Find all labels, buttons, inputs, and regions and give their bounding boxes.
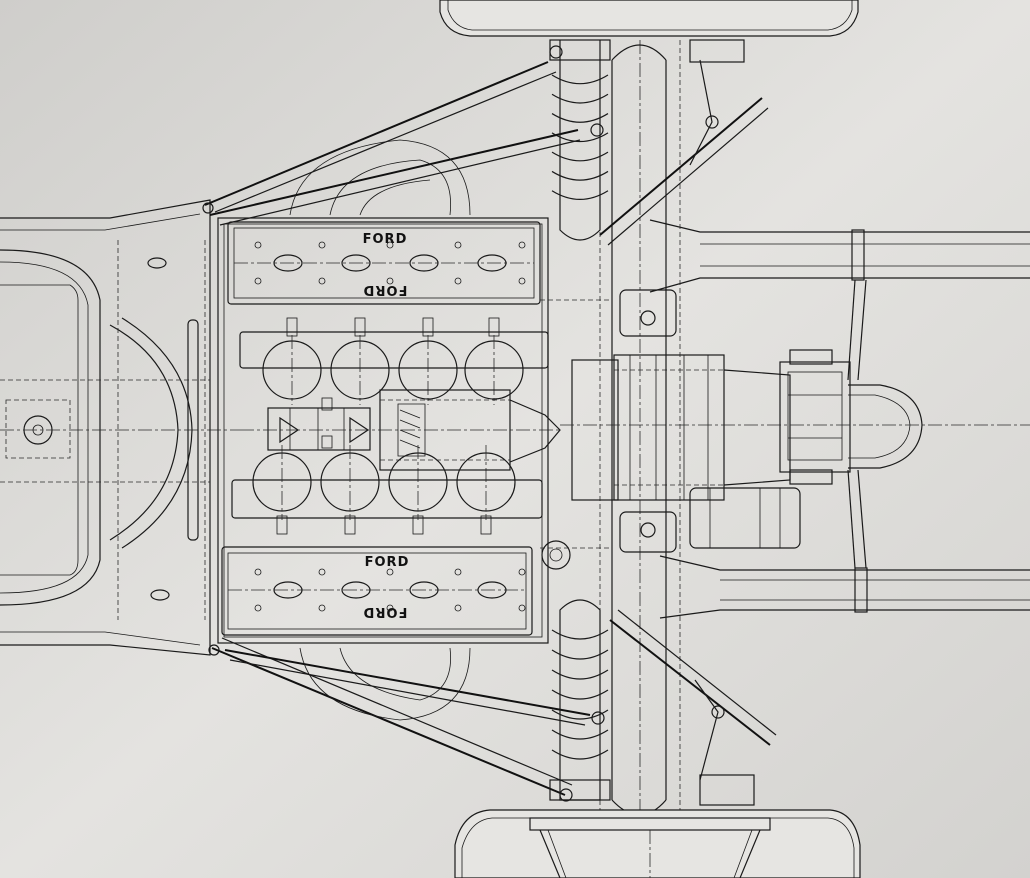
- spring-coil: [551, 93, 609, 104]
- coilover-bottom: [549, 599, 611, 801]
- wheel-top: [439, 0, 859, 37]
- cover-bolt: [518, 604, 526, 612]
- engine-block: [217, 217, 549, 644]
- cover-bolt: [386, 568, 394, 576]
- cover-bolt: [254, 277, 262, 285]
- spring-coil: [551, 132, 609, 143]
- cam-lobe: [477, 254, 507, 272]
- cam-lobe: [273, 254, 303, 272]
- cam-lobe: [341, 581, 371, 599]
- coilover-top: [549, 39, 611, 241]
- cover-bolt: [318, 604, 326, 612]
- cover-bolt: [454, 277, 462, 285]
- cam-lobe: [273, 581, 303, 599]
- cover-bolt: [386, 241, 394, 249]
- cover-bolt: [454, 241, 462, 249]
- rear-crossmember: [599, 40, 681, 830]
- cover-bolt: [518, 277, 526, 285]
- cam-cover-label-top-upper: FORD: [363, 232, 408, 247]
- cover-bolt: [318, 568, 326, 576]
- construction-lines: [0, 299, 612, 549]
- cover-bolt: [318, 277, 326, 285]
- cover-bolt: [318, 241, 326, 249]
- cam-cover-label-top-lower: FORD: [363, 282, 408, 297]
- cam-lobe: [409, 254, 439, 272]
- cover-bolt: [254, 568, 262, 576]
- cam-lobe: [409, 581, 439, 599]
- distributor-assembly: [240, 389, 561, 471]
- cover-bolt: [454, 604, 462, 612]
- cover-bolt: [454, 568, 462, 576]
- spring-coil: [551, 729, 609, 740]
- cover-bolt: [518, 568, 526, 576]
- spring-coil: [551, 689, 609, 700]
- spring-coil: [551, 170, 609, 181]
- cover-bolt: [518, 241, 526, 249]
- cam-lobe: [341, 254, 371, 272]
- starter-motor: [541, 487, 801, 570]
- spring-coil: [551, 74, 609, 85]
- gearbox: [560, 349, 1030, 501]
- cover-bolt: [386, 277, 394, 285]
- intake-trumpets: [231, 317, 549, 535]
- wheel-bottom: [454, 809, 861, 878]
- cam-cover-label-bottom-upper: FORD: [365, 555, 410, 570]
- spring-coil: [551, 113, 609, 123]
- spring-coil: [551, 669, 609, 680]
- cam-cover-bottom: FORD FORD: [221, 546, 533, 636]
- cam-cover-label-bottom-lower: FORD: [363, 604, 408, 619]
- cover-bolt: [254, 241, 262, 249]
- spring-coil: [551, 190, 609, 200]
- spring-coil: [551, 151, 609, 162]
- spring-coil: [551, 629, 609, 640]
- spring-coil: [551, 649, 609, 660]
- upper-suspension-rods: [202, 45, 604, 226]
- cover-bolt: [386, 604, 394, 612]
- spring-coil: [551, 749, 609, 760]
- cam-cover-top: FORD FORD: [227, 221, 541, 305]
- track-rods: [599, 39, 777, 806]
- cam-lobe: [477, 581, 507, 599]
- spring-coil: [551, 709, 609, 720]
- cover-bolt: [254, 604, 262, 612]
- lower-suspension-rods: [208, 637, 605, 802]
